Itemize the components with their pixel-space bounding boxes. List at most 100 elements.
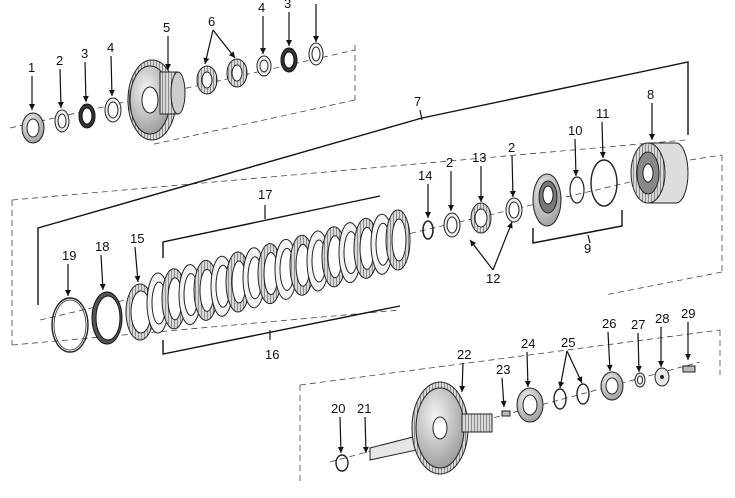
callout-11: 11: [596, 106, 610, 121]
leader-line: [511, 155, 514, 198]
leader-line: [607, 331, 611, 372]
callout-15: 15: [130, 231, 144, 246]
part-2-washer: [54, 109, 70, 133]
part-11-snap-ring: [590, 159, 618, 207]
part-6-needle-bearings: [196, 58, 248, 95]
plate-bore: [391, 218, 407, 262]
callout-17: 17: [258, 187, 272, 202]
callout-28: 28: [655, 311, 669, 326]
part-29-bolt: [682, 365, 696, 373]
part-18-pressure-plate: [91, 291, 123, 345]
arrowhead: [203, 57, 210, 64]
arrowhead: [99, 283, 106, 290]
arrowhead: [448, 205, 454, 211]
leader-line: [364, 416, 367, 454]
part-23-pin: [501, 410, 511, 417]
part-22-output-shaft-gear: [369, 381, 493, 475]
callout-18: 18: [95, 239, 109, 254]
arrowhead: [635, 365, 642, 372]
leader-line: [339, 416, 342, 454]
part-20-snap-ring: [335, 454, 349, 472]
callout-12: 12: [486, 271, 500, 286]
leader-line: [492, 221, 513, 271]
leader-line: [637, 332, 640, 373]
callout-9: 9: [584, 241, 591, 256]
callout-13: 13: [472, 150, 486, 165]
callout-3b: 3: [284, 0, 291, 11]
arrowhead: [509, 190, 516, 197]
arrowhead: [425, 212, 431, 218]
arrowhead: [228, 51, 235, 58]
leader-line: [469, 239, 494, 271]
callout-14: 14: [418, 168, 432, 183]
part-3b-seal-ring: [280, 47, 298, 73]
callout-20: 20: [331, 401, 345, 416]
arrowhead: [337, 446, 344, 453]
callout-3: 3: [81, 46, 88, 61]
leader-line: [84, 61, 87, 103]
arrowhead: [286, 40, 292, 46]
part-5-gear: [127, 59, 186, 141]
part-14-snap-ring: [422, 220, 434, 240]
arrowhead: [558, 381, 565, 388]
callout-4: 4: [107, 40, 114, 55]
arrowhead: [507, 222, 513, 229]
part-13-bushing: [470, 202, 492, 234]
arrowhead: [57, 101, 64, 108]
part-28-washer: [654, 367, 670, 387]
part-16-17-clutch-plate-pack: [146, 209, 411, 334]
callout-29: 29: [681, 306, 695, 321]
part-10-snap-ring: [569, 176, 585, 204]
leader-line: [574, 138, 577, 177]
callout-2c: 2: [508, 140, 515, 155]
leader-line: [110, 55, 113, 97]
part-2-washer-mid: [443, 212, 461, 238]
part-26-bearing: [600, 371, 624, 401]
callout-labels: 1 2 3 4 5 6 4 3 7 8 9 10 11 12 13 14 2 2…: [28, 0, 695, 416]
callout-21: 21: [357, 401, 371, 416]
leader-lines: [29, 4, 691, 454]
part-washer-end: [308, 42, 324, 66]
arrowhead: [134, 275, 141, 282]
callout-26: 26: [602, 316, 616, 331]
part-27-washer: [634, 372, 646, 388]
callout-4b: 4: [258, 0, 265, 15]
part-9-hub-assembly: [532, 173, 562, 227]
callout-25: 25: [561, 335, 575, 350]
callout-2b: 2: [446, 155, 453, 170]
callout-16: 16: [265, 347, 279, 362]
part-24-bearing: [516, 387, 544, 423]
arrowhead: [165, 64, 171, 70]
callout-2: 2: [56, 53, 63, 68]
callout-8: 8: [647, 87, 654, 102]
leader-line: [601, 121, 604, 159]
part-1-bearing: [21, 112, 45, 144]
callout-7: 7: [414, 94, 421, 109]
arrowhead: [649, 134, 655, 140]
arrowhead: [82, 95, 89, 102]
arrowhead: [599, 151, 606, 158]
arrowhead: [65, 290, 71, 296]
callout-23: 23: [496, 362, 510, 377]
callout-1: 1: [28, 60, 35, 75]
arrowhead: [572, 169, 579, 176]
part-4b-washer: [256, 55, 272, 77]
arrowhead: [658, 361, 664, 367]
arrowhead: [459, 385, 466, 392]
callout-27: 27: [631, 317, 645, 332]
arrowhead: [470, 240, 477, 247]
part-19-snap-ring: [51, 297, 89, 353]
arrowhead: [685, 354, 691, 360]
leader-line: [559, 350, 568, 389]
callout-6: 6: [208, 14, 215, 29]
callout-10: 10: [568, 123, 582, 138]
part-2-washer-mid-b: [505, 197, 523, 223]
part-25-seal-rings: [553, 383, 590, 410]
callout-22: 22: [457, 347, 471, 362]
arrowhead: [500, 400, 507, 407]
brackets: [37, 61, 689, 355]
arrowhead: [524, 380, 531, 387]
arrowhead: [29, 104, 35, 110]
callout-5: 5: [163, 20, 170, 35]
